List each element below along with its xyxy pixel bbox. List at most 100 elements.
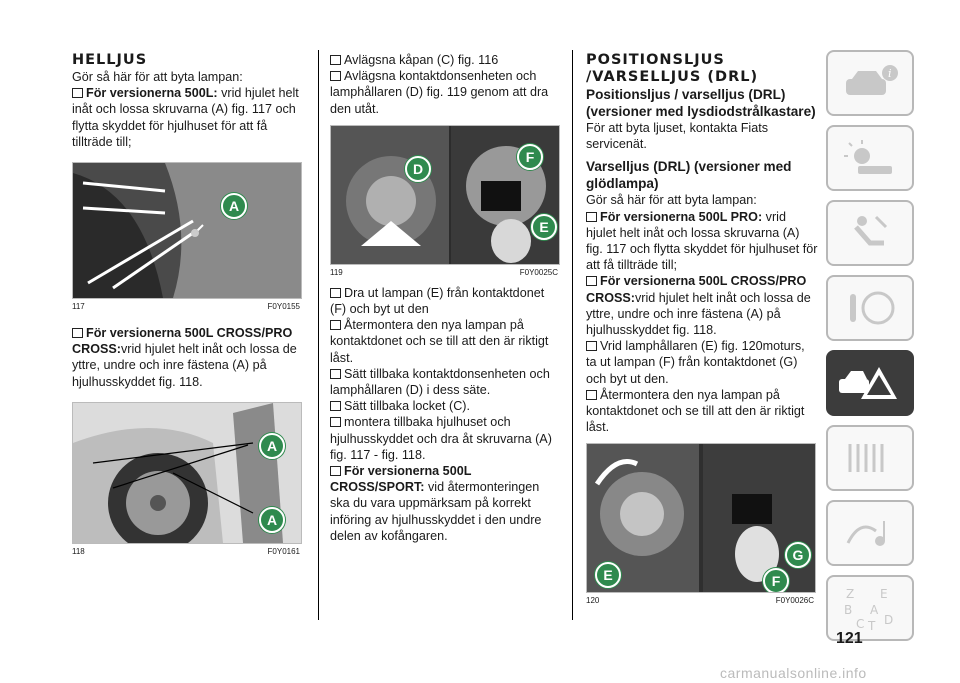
column-separator <box>318 50 319 620</box>
figure-118: A A <box>72 401 302 544</box>
steering-key-icon <box>850 291 895 325</box>
figure-120-caption: 120 F0Y0026C <box>586 593 814 609</box>
callout-d: D <box>405 155 431 182</box>
checkbox-icon <box>330 368 341 379</box>
heading-positionsljus: POSITIONSLJUS/VARSELLJUS (DRL) <box>586 52 818 86</box>
step-item: Återmontera den nya lampan på kontaktdon… <box>330 317 560 366</box>
figure-number: 119 <box>330 267 343 277</box>
step-text: vrid hjulet helt inåt och lossa skruvarn… <box>72 86 299 149</box>
step-text: vrid hjulet helt inåt och lossa de yttre… <box>586 290 811 338</box>
step-item: Dra ut lampan (E) från kontaktdonet (F) … <box>330 285 560 317</box>
page-number: 121 <box>836 630 863 647</box>
callout-a: A <box>221 193 247 220</box>
step-item: För versionerna 500L CROSS/PRO CROSS:vri… <box>586 273 818 338</box>
checkbox-icon <box>330 466 341 477</box>
step-text: Avlägsna kontaktdonsenheten och lamphåll… <box>330 69 549 116</box>
figure-number: 117 <box>72 302 85 312</box>
step-text: Sätt tillbaka locket (C). <box>344 399 470 414</box>
warning-light-icon <box>844 140 892 174</box>
step-bold: För versionerna 500L CROSS/PRO CROSS: <box>586 274 807 305</box>
figure-number: 118 <box>72 546 85 556</box>
index-letter: D <box>884 613 893 627</box>
tab-car-info[interactable]: i <box>826 50 914 116</box>
step-text: Dra ut lampan (E) från kontaktdonet (F) … <box>330 285 545 317</box>
tab-multimedia[interactable] <box>826 500 914 566</box>
step-item: Återmontera den nya lampan på kontaktdon… <box>586 387 818 436</box>
column-1: HELLJUS Gör så här för att byta lampan: … <box>72 52 304 560</box>
body-text: För att byta ljuset, kontakta Fiats serv… <box>586 121 768 152</box>
car-wheel-illustration <box>73 402 301 543</box>
callout-e: E <box>595 562 621 589</box>
callout-a-top: A <box>259 432 285 459</box>
figure-code: F0Y0025C <box>519 267 558 277</box>
checkbox-icon <box>72 328 83 339</box>
tab-emergency[interactable] <box>826 350 914 416</box>
step-text: Avlägsna kåpan (C) fig. 116 <box>344 53 499 67</box>
step-item: För versionerna 500L CROSS/SPORT: vid åt… <box>330 463 560 544</box>
callout-g: G <box>785 542 811 569</box>
step-text: montera tillbaka hjulhuset och hjulhussk… <box>330 415 552 462</box>
figure-117-caption: 117 F0Y0155 <box>72 299 300 315</box>
subheading-bulb: Varselljus (DRL) (versioner med glödlamp… <box>586 159 792 192</box>
heading-helljus: HELLJUS <box>72 52 148 68</box>
step-text: Återmontera den nya lampan på kontaktdon… <box>330 318 549 365</box>
tab-warning-lights[interactable] <box>826 125 914 191</box>
tab-index[interactable]: Z E B A C D T <box>826 575 914 641</box>
tab-safety[interactable] <box>826 200 914 266</box>
figure-number: 120 <box>586 596 600 606</box>
step-item: För versionerna 500L: vrid hjulet helt i… <box>72 85 304 150</box>
wheel-arch-illustration <box>73 163 301 299</box>
callout-a-bottom: A <box>259 506 285 533</box>
index-letter: Z <box>846 587 854 601</box>
step-bold: För versionerna 500L: <box>86 86 218 101</box>
checkbox-icon <box>586 341 597 352</box>
checkbox-icon <box>330 417 341 428</box>
breakdown-warning-icon <box>839 367 897 399</box>
checkbox-icon <box>330 71 341 82</box>
step-text: Återmontera den nya lampan på kontaktdon… <box>586 387 805 435</box>
checkbox-icon <box>586 389 597 400</box>
step-item: montera tillbaka hjulhuset och hjulhussk… <box>330 414 560 463</box>
callout-f: F <box>517 143 543 170</box>
step-item: Avlägsna kåpan (C) fig. 116 <box>330 52 560 68</box>
figure-117: A <box>72 162 302 300</box>
step-bold: För versionerna 500L CROSS/PRO CROSS: <box>72 326 293 357</box>
index-letter: B <box>844 603 852 617</box>
figure-118-caption: 118 F0Y0161 <box>72 544 300 560</box>
index-letters-icon: Z E B A C D T <box>844 587 893 632</box>
step-text: vrid hjulet helt inåt och lossa de yttre… <box>72 342 297 389</box>
column-2: Avlägsna kåpan (C) fig. 116 Avlägsna kon… <box>330 52 560 544</box>
checkbox-icon <box>330 320 341 331</box>
index-letter: C <box>856 617 864 631</box>
index-letter: A <box>870 603 879 617</box>
media-icon <box>846 521 885 546</box>
figure-code: F0Y0161 <box>267 546 300 556</box>
figure-119-caption: 119 F0Y0025C <box>330 265 558 281</box>
step-bold: För versionerna 500L PRO: <box>600 209 763 224</box>
column-3: POSITIONSLJUS/VARSELLJUS (DRL) Positions… <box>586 52 818 609</box>
subheading-led: Positionsljus / varselljus (DRL) (versio… <box>586 87 816 119</box>
figure-code: F0Y0026C <box>775 596 814 606</box>
figure-120: G E F <box>586 443 816 594</box>
tab-maintenance[interactable] <box>826 425 914 491</box>
checkbox-icon <box>586 211 597 222</box>
step-item: Sätt tillbaka locket (C). <box>330 398 560 414</box>
airbag-seat-icon <box>854 215 888 246</box>
figure-code: F0Y0155 <box>267 302 300 312</box>
figure-119: D F E <box>330 124 560 265</box>
index-letter: E <box>880 587 888 601</box>
drl-bulb-illustration <box>587 444 815 593</box>
intro-text: Gör så här för att byta lampan: <box>586 193 757 208</box>
heading-line: /VARSELLJUS (DRL) <box>586 69 759 85</box>
tab-starting-driving[interactable] <box>826 275 914 341</box>
step-text: vrid hjulet helt inåt och lossa skruvarn… <box>586 209 818 273</box>
step-item: Vrid lamphållaren (E) fig. 120moturs, ta… <box>586 338 818 387</box>
step-item: Avlägsna kontaktdonsenheten och lamphåll… <box>330 68 560 117</box>
car-info-icon: i <box>846 65 898 95</box>
callout-f: F <box>763 568 789 593</box>
step-item: För versionerna 500L CROSS/PRO CROSS:vri… <box>72 325 304 390</box>
index-letter: T <box>867 619 876 632</box>
step-item: Sätt tillbaka kontaktdonsenheten och lam… <box>330 366 560 398</box>
step-text: Vrid lamphållaren (E) fig. 120moturs, ta… <box>586 339 805 386</box>
checkbox-icon <box>330 55 341 65</box>
